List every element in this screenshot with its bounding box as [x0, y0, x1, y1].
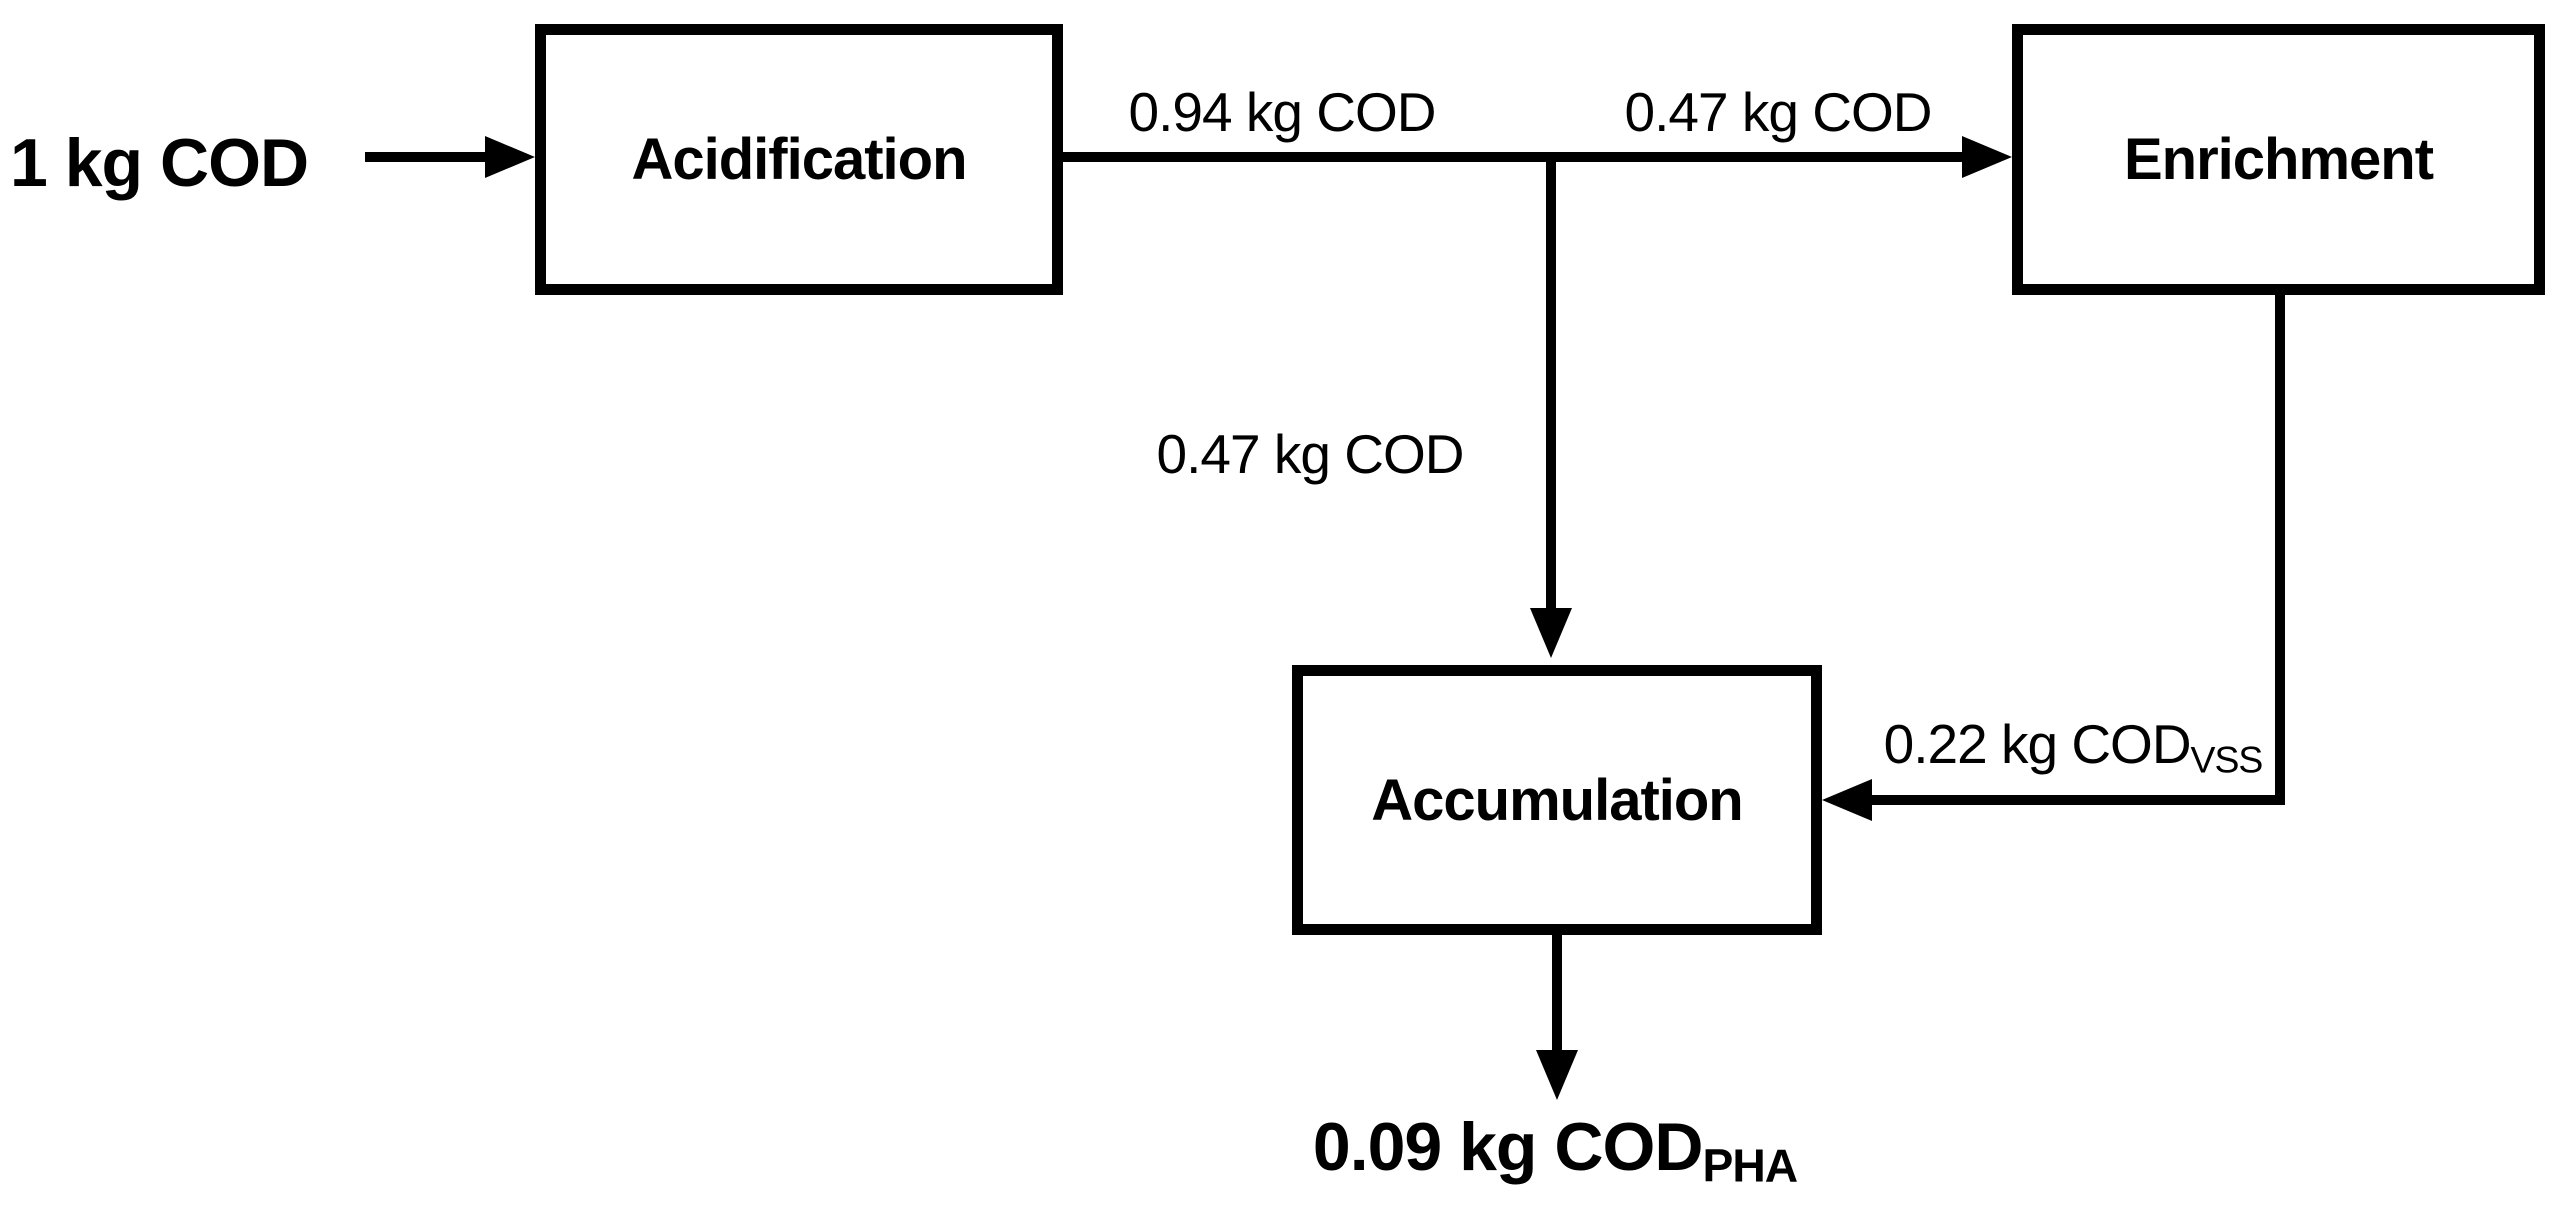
arrow-line: [1546, 157, 1556, 610]
flow-label-acidification-out: 0.94 kg COD: [1128, 81, 1437, 143]
flow-label-to-enrichment: 0.47 kg COD: [1624, 81, 1933, 143]
arrow-line-vertical: [2275, 295, 2285, 805]
enrichment-box-label: Enrichment: [2123, 127, 2434, 192]
product-label-subscript: PHA: [1702, 1139, 1798, 1192]
arrowhead-right-icon: [1962, 136, 2012, 178]
feed-label: 1 kg COD: [10, 125, 309, 201]
enrichment-box: Enrichment: [2012, 24, 2545, 295]
flow-label-to-accumulation: 0.47 kg COD: [1156, 423, 1465, 485]
accumulation-box: Accumulation: [1292, 665, 1822, 935]
arrowhead-right-icon: [485, 136, 535, 178]
flow-label-subscript: VSS: [2190, 738, 2264, 781]
flow-label-enrichment-to-accumulation: 0.22 kg CODVSS: [1823, 712, 2323, 781]
acidification-box: Acidification: [535, 24, 1063, 295]
flow-label-text: 0.22 kg COD: [1883, 713, 2192, 775]
product-label: 0.09 kg CODPHA: [1255, 1108, 1855, 1193]
acidification-box-label: Acidification: [631, 127, 967, 192]
arrow-line: [365, 152, 487, 162]
arrowhead-down-icon: [1530, 608, 1572, 658]
arrow-line-horizontal: [1870, 795, 2285, 805]
arrow-line: [1063, 152, 1964, 162]
arrow-line: [1552, 935, 1562, 1052]
product-label-text: 0.09 kg COD: [1312, 1109, 1704, 1185]
arrowhead-down-icon: [1536, 1050, 1578, 1100]
accumulation-box-label: Accumulation: [1371, 767, 1743, 833]
arrowhead-left-icon: [1822, 779, 1872, 821]
